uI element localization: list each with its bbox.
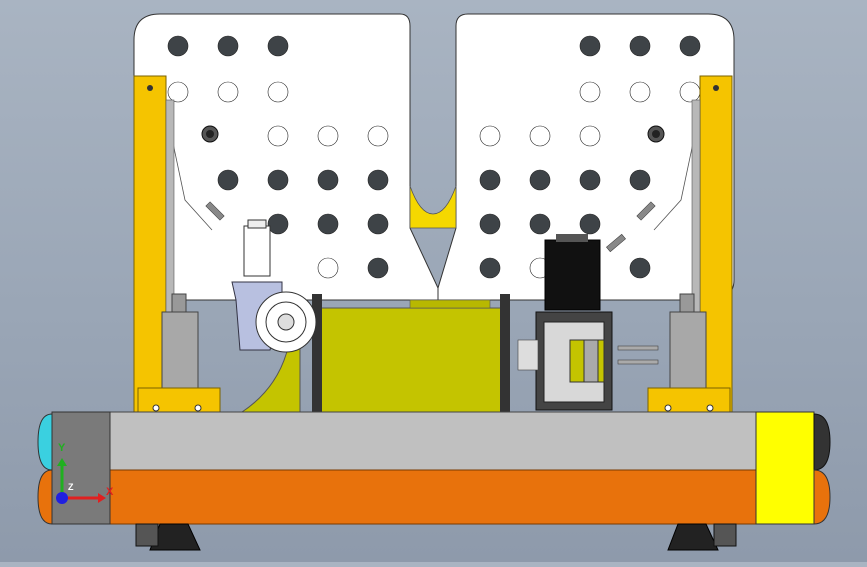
left-plate-holes bbox=[167, 35, 389, 279]
left-end-block bbox=[51, 411, 111, 525]
triad-y-label: Y bbox=[58, 442, 66, 454]
orientation-triad: X Y Z bbox=[48, 440, 118, 510]
left-cylinder bbox=[161, 311, 199, 395]
left-back-plate bbox=[133, 13, 439, 301]
right-cylinder bbox=[669, 311, 707, 395]
right-foot bbox=[667, 523, 719, 551]
right-end-block bbox=[755, 411, 815, 525]
triad-z-label: Z bbox=[68, 482, 74, 492]
center-yellow-bracket bbox=[409, 185, 457, 229]
intake-box bbox=[317, 307, 505, 413]
black-motor bbox=[544, 239, 601, 311]
right-plate-holes bbox=[479, 35, 701, 279]
triad-x-label: X bbox=[106, 486, 114, 498]
left-rail bbox=[133, 75, 167, 413]
orange-bumper bbox=[107, 469, 757, 525]
triad-arrows bbox=[56, 458, 106, 504]
small-motor bbox=[243, 225, 271, 277]
front-frame bbox=[107, 411, 757, 471]
